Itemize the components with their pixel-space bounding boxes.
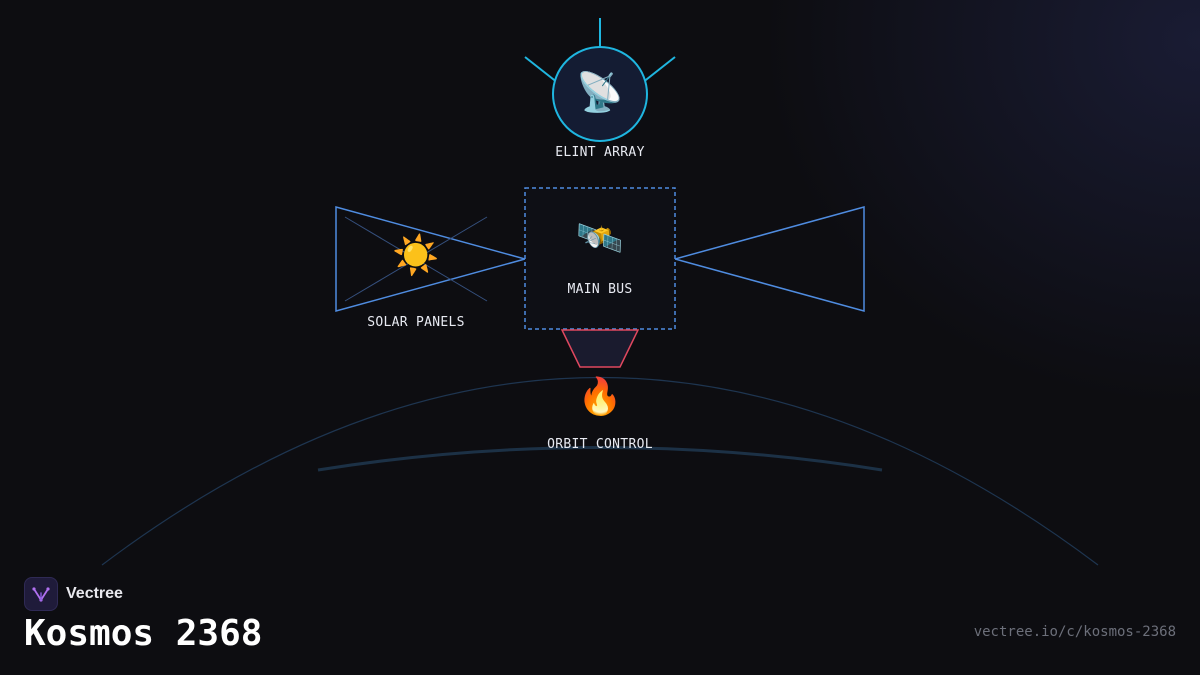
- horizon-arc-outer: [101, 377, 1099, 566]
- orbit-control-label: ORBIT CONTROL: [547, 437, 653, 452]
- elint-array-node[interactable]: 📡 ELINT ARRAY: [524, 18, 676, 160]
- thruster-nozzle: [560, 329, 640, 368]
- elint-circle: [552, 46, 648, 142]
- solar-panel-left-diag-2: [344, 216, 488, 302]
- elint-array-label: ELINT ARRAY: [555, 145, 644, 160]
- satellite-dish-icon: 📡: [576, 68, 623, 114]
- solar-panel-left-shape: [335, 206, 528, 312]
- solar-panels-label: SOLAR PANELS: [367, 315, 465, 330]
- vectree-logo-icon: [24, 577, 58, 611]
- orbit-control-node[interactable]: 🔥 ORBIT CONTROL: [547, 329, 653, 452]
- brand-name: Vectree: [66, 585, 123, 602]
- flame-icon: 🔥: [578, 376, 623, 418]
- solar-panel-right[interactable]: [672, 206, 865, 312]
- brand[interactable]: Vectree: [24, 577, 123, 611]
- horizon-arc-inner: [317, 446, 883, 472]
- page-title: Kosmos 2368: [24, 613, 263, 654]
- source-url[interactable]: vectree.io/c/kosmos-2368: [973, 624, 1176, 640]
- solar-panel-left[interactable]: ☀️ SOLAR PANELS: [335, 206, 528, 330]
- satellite-icon: 🛰️: [576, 216, 623, 260]
- main-bus-box: [524, 187, 676, 330]
- main-bus-node[interactable]: 🛰️ MAIN BUS: [524, 187, 676, 330]
- solar-panel-right-shape: [672, 206, 865, 312]
- sun-icon: ☀️: [392, 232, 439, 278]
- main-bus-label: MAIN BUS: [567, 282, 632, 297]
